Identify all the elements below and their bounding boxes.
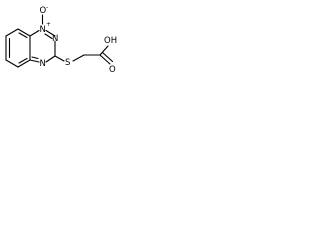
thioacetic-chain	[54, 45, 114, 65]
bond-n1-n2-double	[44, 33, 53, 40]
atom-label-sulfur: S	[65, 58, 70, 68]
bond-c3-n4	[45, 55, 56, 63]
chemical-structure: O - N + N N S OH O	[5, 4, 117, 75]
bond-c8a-n1	[29, 29, 40, 37]
atom-label-carbonyl-o: O	[109, 65, 116, 75]
bond-c-oh	[99, 45, 109, 56]
bond-c-o-double-2	[101, 51, 114, 63]
triazine-ring	[29, 29, 56, 63]
bond-benzene-3	[17, 59, 31, 68]
charge-label-n-plus: +	[46, 21, 51, 28]
bond-benzene-double-2	[18, 57, 28, 64]
bond-n1-n2	[45, 29, 56, 37]
atom-label-ring-n-lower: N	[40, 59, 46, 69]
bond-c3-s	[54, 55, 65, 62]
bond-c-o-double-1	[99, 54, 111, 65]
bond-benzene-5	[17, 28, 31, 37]
bond-benzene-6	[5, 28, 19, 37]
charge-label-o-minus: -	[46, 4, 48, 11]
atom-label-n-oxide-n: N	[40, 25, 46, 35]
bond-n4-c4a	[29, 59, 40, 63]
benzene-ring	[5, 28, 31, 68]
atom-label-hydroxyl: OH	[104, 36, 117, 46]
atom-label-ring-n-middle: N	[52, 34, 58, 44]
bond-benzene-2	[5, 59, 19, 68]
bond-benzene-double-3	[18, 32, 28, 39]
bond-s-ch2	[72, 54, 85, 62]
bond-n4-c4a-double	[31, 56, 39, 60]
atom-label-n-oxide-o: O	[40, 6, 47, 16]
